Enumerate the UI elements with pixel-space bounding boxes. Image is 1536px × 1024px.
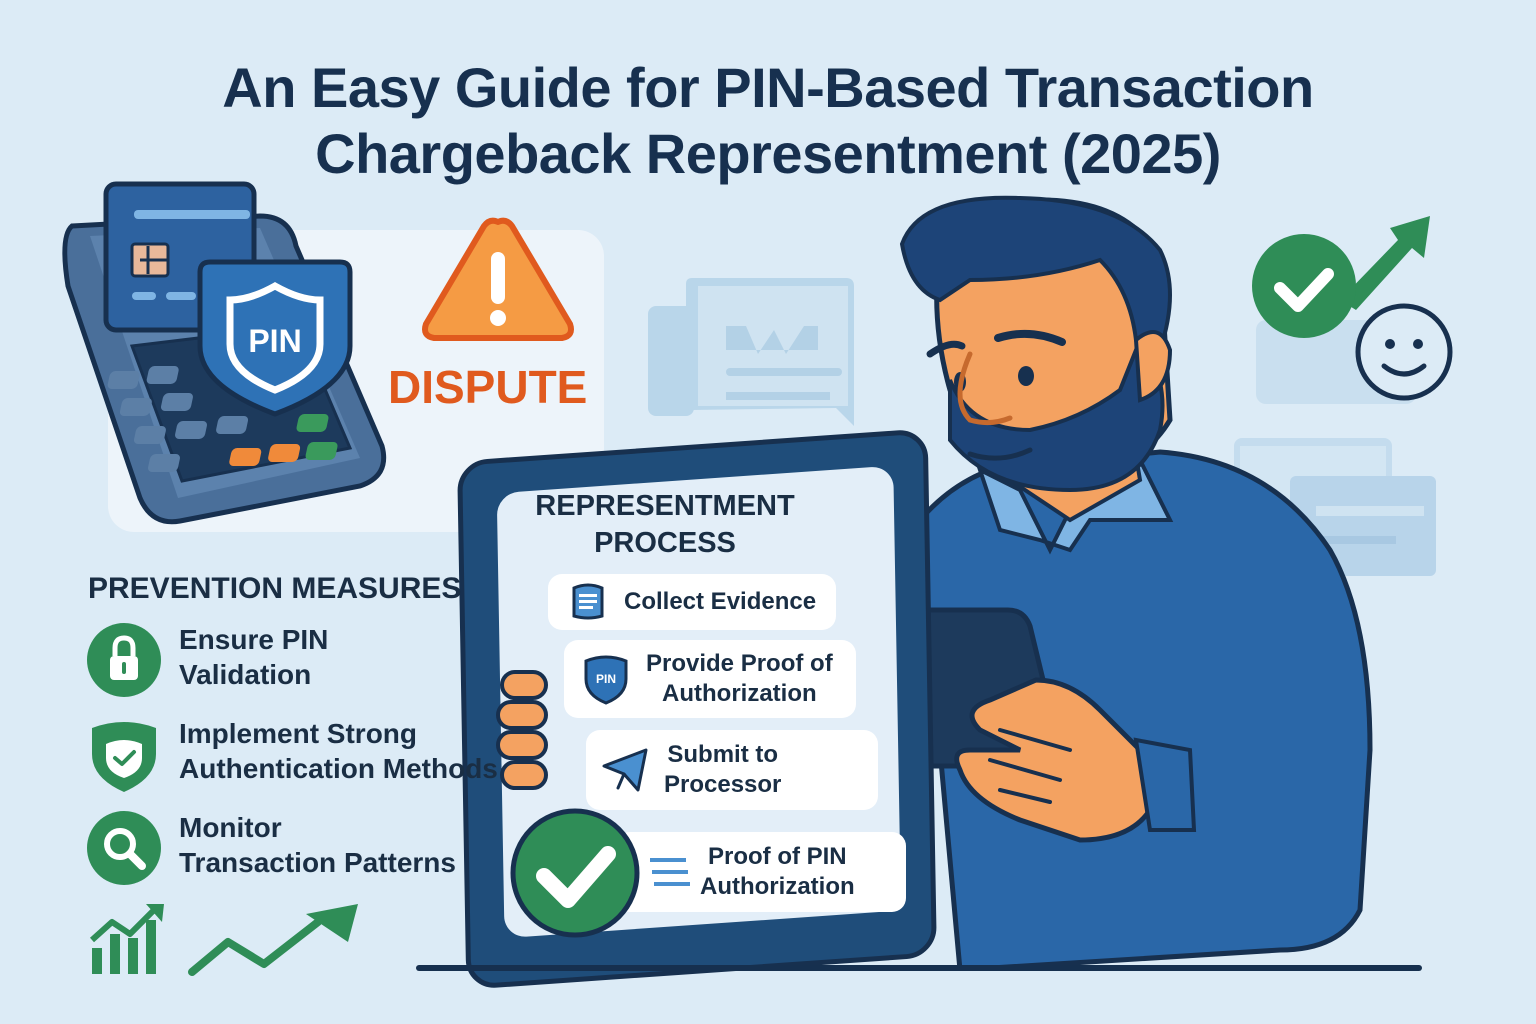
representment-heading-line-1: REPRESENTMENT [535, 490, 795, 522]
step-4-line-1: Proof of PIN [707, 843, 847, 870]
dispute-label: DISPUTE [388, 361, 588, 413]
pin-shield-icon: PIN [584, 655, 628, 705]
prevention-heading: PREVENTION MEASURES [88, 572, 462, 605]
representment-heading: REPRESENTMENT PROCESS [520, 488, 810, 562]
step-3-line-1: Submit to [667, 741, 779, 768]
step-4-label: Proof of PIN Authorization [700, 842, 855, 902]
faded-document-icon [648, 278, 854, 426]
lock-icon [87, 623, 161, 697]
magnifier-icon [87, 811, 161, 885]
step-collect-evidence: Collect Evidence [548, 574, 836, 630]
prevention-item-1-label: Ensure PIN Validation [179, 622, 328, 692]
pin-label: PIN [248, 323, 301, 359]
step-submit-processor: Submit to Processor [586, 730, 878, 810]
step-proof-of-pin: Proof of PIN Authorization [616, 832, 906, 912]
left-hand-illustration [496, 670, 548, 790]
success-check-arrow-icon [1252, 216, 1453, 401]
paper-plane-icon [602, 748, 648, 792]
payment-terminal-icon: PIN [62, 181, 387, 525]
svg-text:PIN: PIN [596, 672, 616, 686]
prevention-item-2-line-1: Implement Strong [179, 718, 418, 749]
prevention-item-strong-auth: Implement Strong Authentication Methods [86, 716, 498, 792]
warning-triangle-icon [422, 217, 574, 341]
step-1-label: Collect Evidence [624, 588, 817, 615]
trend-arrow-icon [188, 904, 358, 976]
prevention-item-2-line-2: Authentication Methods [179, 753, 498, 784]
prevention-item-3-line-1: Monitor [179, 812, 282, 843]
prevention-item-2-label: Implement Strong Authentication Methods [179, 716, 498, 786]
prevention-item-monitor: Monitor Transaction Patterns [86, 810, 456, 886]
document-icon [572, 583, 604, 620]
prevention-item-1-line-1: Ensure PIN [179, 624, 329, 655]
step-3-label: Submit to Processor [664, 740, 781, 800]
list-icon [650, 858, 690, 886]
bar-growth-icon [89, 904, 164, 974]
step-2-line-1: Provide Proof of [646, 650, 833, 677]
person-illustration [857, 195, 1373, 970]
representment-heading-line-2: PROCESS [594, 527, 736, 559]
prevention-item-1-line-2: Validation [179, 659, 312, 690]
step-2-line-2: Authorization [662, 680, 817, 707]
step-4-line-2: Authorization [700, 873, 855, 900]
step-provide-proof: PIN Provide Proof of Authorization [564, 640, 856, 718]
prevention-item-pin-validation: Ensure PIN Validation [86, 622, 328, 698]
page-title-line-1: An Easy Guide for PIN-Based Transaction [222, 56, 1314, 119]
prevention-item-3-label: Monitor Transaction Patterns [179, 810, 456, 880]
step-3-line-2: Processor [664, 771, 782, 798]
approved-check-icon [510, 808, 640, 938]
prevention-item-3-line-2: Transaction Patterns [179, 847, 456, 878]
shield-check-icon [92, 722, 156, 792]
step-2-label: Provide Proof of Authorization [646, 649, 833, 709]
ground-line [416, 965, 1422, 971]
page-title-line-2: Chargeback Representment (2025) [315, 122, 1221, 185]
